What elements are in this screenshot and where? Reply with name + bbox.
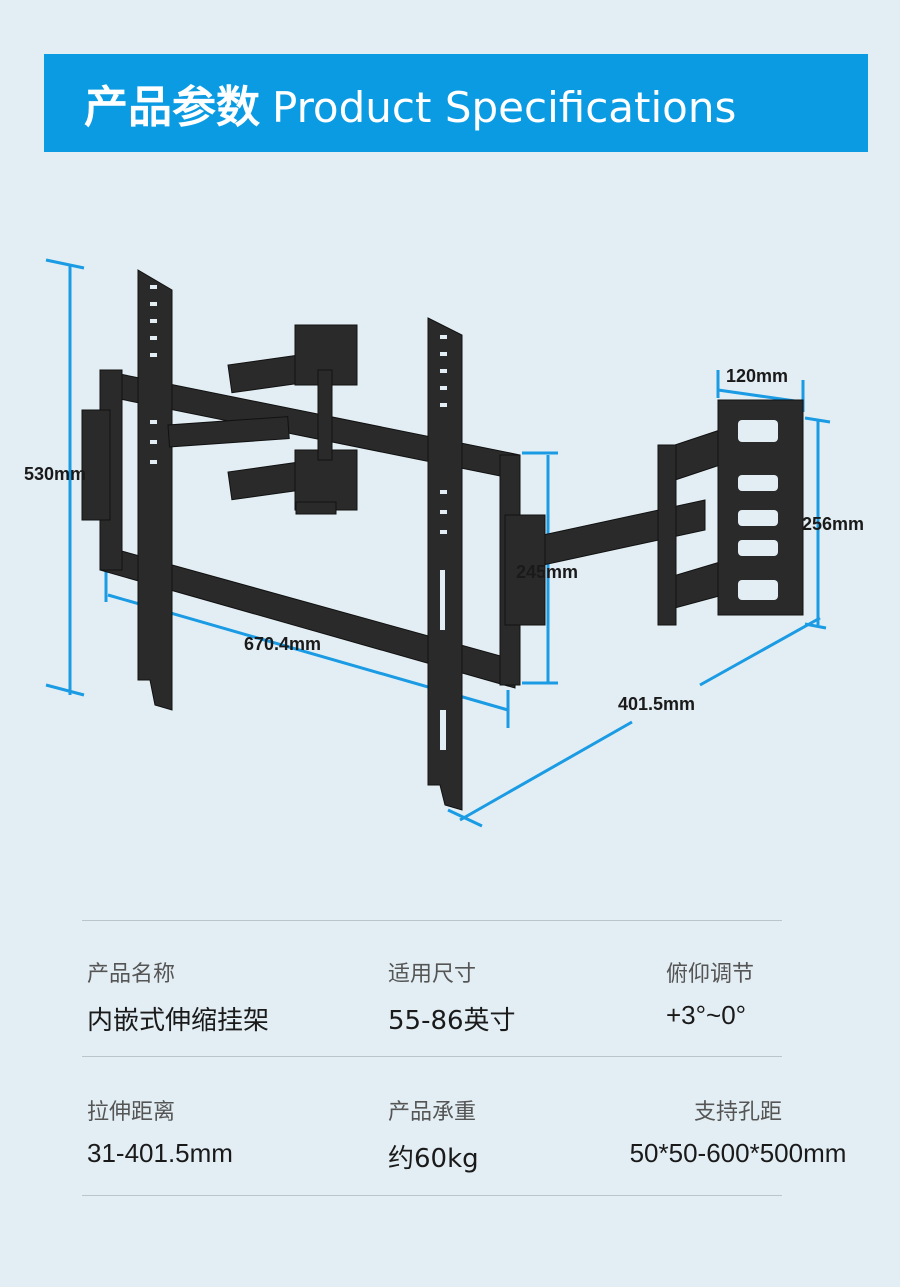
mount-holes xyxy=(150,285,778,750)
spec-screen-size: 适用尺寸 55-86英寸 xyxy=(388,956,516,1037)
spec-label: 拉伸距离 xyxy=(87,1100,176,1125)
title-cn: 产品参数 xyxy=(84,82,260,133)
divider-middle xyxy=(82,1056,782,1057)
title-en: Product Specifications xyxy=(272,83,737,132)
dim-plate-width-label: 120mm xyxy=(726,366,789,386)
dim-plate-height-label: 256mm xyxy=(802,514,865,534)
spec-label: 产品承重 xyxy=(388,1100,477,1125)
divider-bottom xyxy=(82,1195,782,1196)
spec-vesa: 支持孔距 50*50-600*500mm xyxy=(608,1094,868,1169)
spec-product-name: 产品名称 内嵌式伸缩挂架 xyxy=(87,956,269,1037)
spec-extension: 拉伸距离 31-401.5mm xyxy=(87,1094,233,1169)
spec-value: +3°~0° xyxy=(666,1000,747,1030)
product-diagram: 530mm 120mm 256mm 245mm 670.4mm 401.5mm xyxy=(0,240,900,860)
mount-body xyxy=(81,269,804,811)
dim-arm-plate-label: 245mm xyxy=(516,562,579,582)
spec-value: 50*50-600*500mm xyxy=(629,1138,847,1168)
dimension-lines xyxy=(45,258,831,828)
spec-label: 产品名称 xyxy=(87,962,176,987)
spec-tilt: 俯仰调节 +3°~0° xyxy=(666,956,754,1031)
divider-top xyxy=(82,920,782,921)
spec-load: 产品承重 约60kg xyxy=(388,1094,479,1175)
spec-value: 55-86英寸 xyxy=(388,1006,516,1036)
spec-label: 适用尺寸 xyxy=(388,962,477,987)
spec-value: 内嵌式伸缩挂架 xyxy=(87,1006,270,1036)
tv-mount-illustration xyxy=(45,258,831,828)
dim-extension-label: 401.5mm xyxy=(618,694,696,714)
spec-value: 约60kg xyxy=(388,1144,479,1174)
spec-label: 俯仰调节 xyxy=(666,962,755,987)
dim-height-label: 530mm xyxy=(24,464,87,484)
spec-value: 31-401.5mm xyxy=(87,1138,233,1168)
dim-width-label: 670.4mm xyxy=(244,634,322,654)
spec-label: 支持孔距 xyxy=(693,1100,782,1125)
